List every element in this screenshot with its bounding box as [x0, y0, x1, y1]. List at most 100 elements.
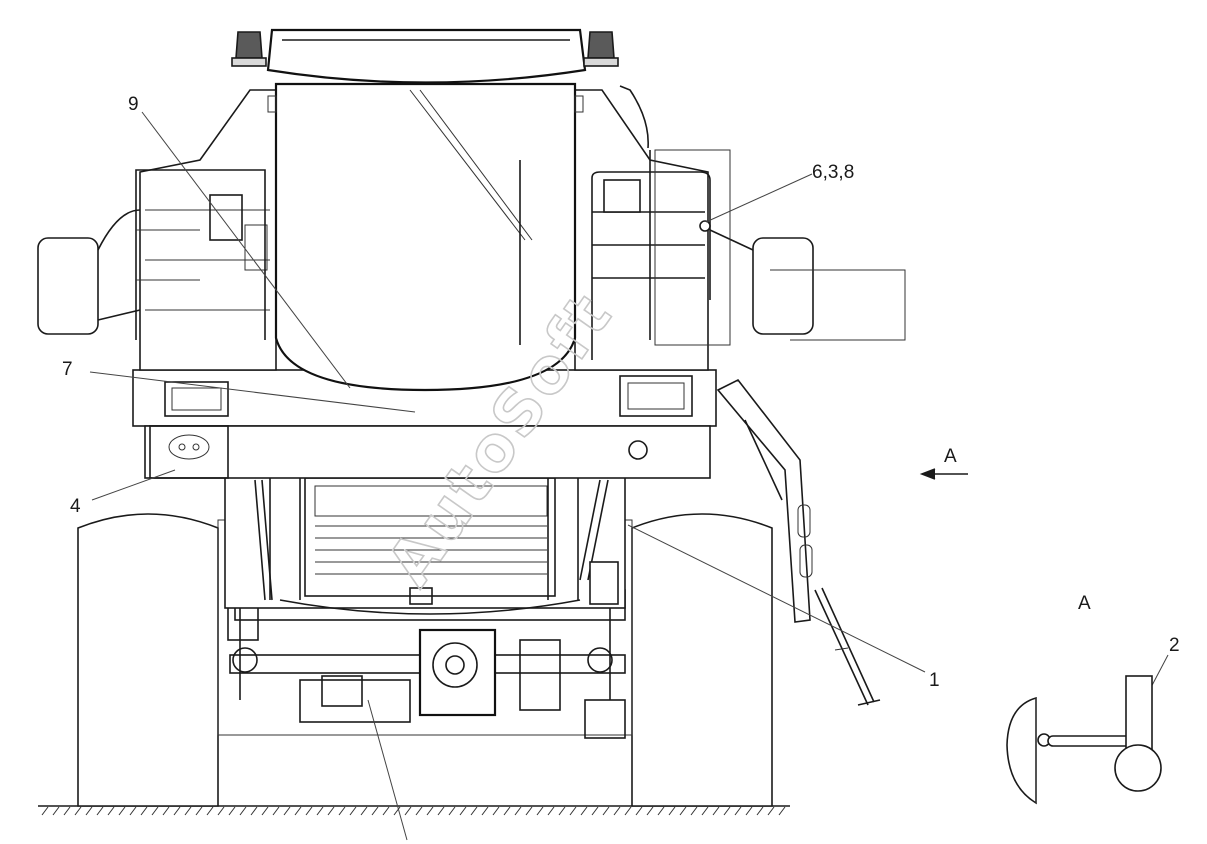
- ground-hatch-stroke: [525, 806, 533, 816]
- ground-hatch-stroke: [327, 806, 335, 816]
- view-arrow-a: [919, 468, 968, 480]
- ground-hatch-stroke: [470, 806, 478, 816]
- left-railing: [135, 169, 266, 340]
- ground-line: [38, 805, 790, 816]
- ground-hatch-stroke: [96, 806, 104, 816]
- ground-hatch-stroke: [349, 806, 357, 816]
- ground-hatch-stroke: [272, 806, 280, 816]
- leader-7: [89, 371, 416, 413]
- ground-hatch-stroke: [756, 806, 764, 816]
- ground-hatch-stroke: [404, 806, 412, 816]
- cab-structure: [139, 89, 709, 371]
- ground-hatch-stroke: [448, 806, 456, 816]
- cab-windshield: [267, 82, 584, 392]
- lower-chassis: [217, 519, 633, 739]
- ground-hatch-stroke: [305, 806, 313, 816]
- callout-4: 4: [70, 496, 81, 517]
- view-label-a: A: [1078, 593, 1091, 614]
- ground-hatch-stroke: [767, 806, 775, 816]
- right-railing: [591, 85, 731, 360]
- ground-hatch-stroke: [481, 806, 489, 816]
- ground-hatch-stroke: [503, 806, 511, 816]
- right-rear-tire: [631, 513, 773, 807]
- callout-2: 2: [1169, 635, 1180, 656]
- ground-hatch-stroke: [536, 806, 544, 816]
- ground-hatch-stroke: [514, 806, 522, 816]
- ground-hatch-stroke: [723, 806, 731, 816]
- view-marker-a: A: [944, 446, 957, 467]
- callout-7: 7: [62, 359, 73, 380]
- ground-hatch-stroke: [382, 806, 390, 816]
- ground-hatch-stroke: [580, 806, 588, 816]
- callout-1: 1: [929, 670, 940, 691]
- ground-hatch-stroke: [712, 806, 720, 816]
- ground-hatch-stroke: [239, 806, 247, 816]
- ground-hatch-stroke: [602, 806, 610, 816]
- left-rear-tire: [77, 513, 219, 807]
- leader-4: [91, 469, 176, 501]
- ground-hatch-stroke: [140, 806, 148, 816]
- callout-6-3-8: 6,3,8: [812, 162, 854, 183]
- ground-hatch-stroke: [393, 806, 401, 816]
- ground-hatch-stroke: [41, 806, 49, 816]
- ground-hatch-stroke: [85, 806, 93, 816]
- ground-hatch-stroke: [591, 806, 599, 816]
- ground-hatch-stroke: [745, 806, 753, 816]
- leader-9: [141, 111, 351, 389]
- callout-9: 9: [128, 94, 139, 115]
- ground-hatch-stroke: [316, 806, 324, 816]
- roof-beacon-left: [231, 31, 267, 67]
- ground-hatch-stroke: [415, 806, 423, 816]
- ground-hatch-stroke: [338, 806, 346, 816]
- ground-hatch-stroke: [228, 806, 236, 816]
- leader-1: [627, 524, 926, 673]
- ground-hatch-stroke: [701, 806, 709, 816]
- ground-hatch-stroke: [558, 806, 566, 816]
- ground-hatch-stroke: [624, 806, 632, 816]
- ground-hatch-stroke: [668, 806, 676, 816]
- leader-lines: [89, 111, 1169, 841]
- ground-hatch-stroke: [151, 806, 159, 816]
- cab-roof: [266, 28, 587, 84]
- ground-hatch-stroke: [459, 806, 467, 816]
- ground-hatch-stroke: [52, 806, 60, 816]
- leader-bottom: [367, 699, 408, 841]
- access-ladder: [716, 378, 881, 706]
- roof-beacon-right: [583, 31, 619, 67]
- ground-hatch-stroke: [184, 806, 192, 816]
- ground-hatch-stroke: [283, 806, 291, 816]
- ground-hatch-stroke: [371, 806, 379, 816]
- ground-hatch-stroke: [63, 806, 71, 816]
- ground-hatch-stroke: [657, 806, 665, 816]
- ground-hatch-stroke: [74, 806, 82, 816]
- ground-hatch-stroke: [734, 806, 742, 816]
- leader-6-3-8: [705, 173, 813, 223]
- ground-hatch-stroke: [646, 806, 654, 816]
- ground-hatch-stroke: [250, 806, 258, 816]
- ground-hatch-stroke: [437, 806, 445, 816]
- ground-hatch-stroke: [173, 806, 181, 816]
- ground-hatch-stroke: [294, 806, 302, 816]
- detail-view-a: [1006, 675, 1162, 805]
- ground-hatch-stroke: [778, 806, 786, 816]
- ground-hatch-stroke: [613, 806, 621, 816]
- ground-hatch-stroke: [217, 806, 225, 816]
- ground-hatch-stroke: [162, 806, 170, 816]
- ground-hatch-stroke: [569, 806, 577, 816]
- ground-hatch-stroke: [635, 806, 643, 816]
- ground-hatch-stroke: [426, 806, 434, 816]
- ground-hatch-stroke: [690, 806, 698, 816]
- ground-hatch-stroke: [547, 806, 555, 816]
- right-mirror: [709, 229, 906, 341]
- ground-hatch-stroke: [261, 806, 269, 816]
- ground-hatch-stroke: [118, 806, 126, 816]
- left-mirror: [37, 209, 141, 335]
- ground-hatch-stroke: [206, 806, 214, 816]
- ground-hatch-stroke: [107, 806, 115, 816]
- ground-hatch-stroke: [195, 806, 203, 816]
- ground-hatch-stroke: [492, 806, 500, 816]
- hydraulic-lines: [254, 479, 619, 605]
- ground-hatch-stroke: [129, 806, 137, 816]
- ground-hatch-stroke: [679, 806, 687, 816]
